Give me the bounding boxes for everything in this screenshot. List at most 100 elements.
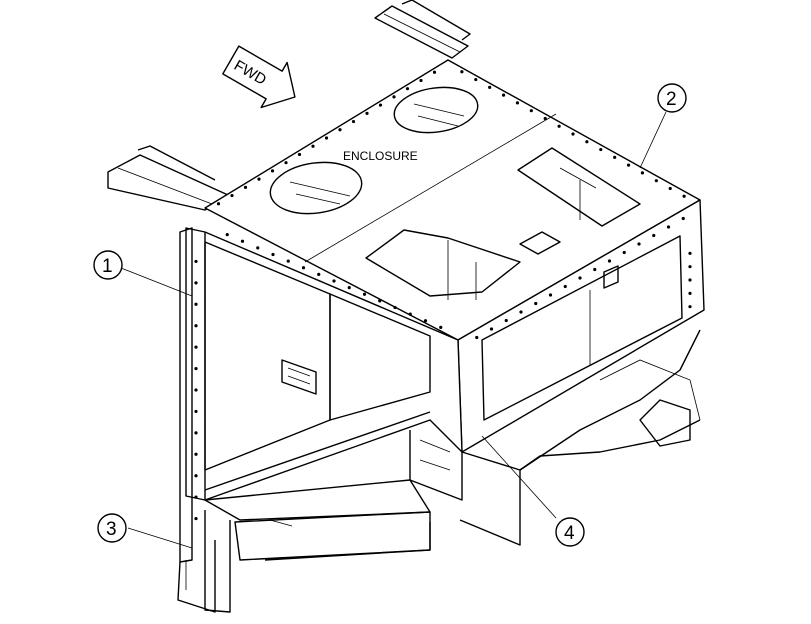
fastener-dot [194, 388, 198, 392]
fastener-dot [194, 516, 198, 521]
fastener-dot [563, 284, 567, 289]
fastener-dot [392, 95, 396, 99]
fastener-dot [194, 409, 198, 414]
fastener-dot [548, 293, 553, 297]
fastener-dot [668, 186, 672, 191]
leader-4 [481, 435, 557, 519]
fastener-dot [682, 194, 686, 198]
fastener-dot [519, 310, 523, 314]
fastener-dot [347, 286, 351, 290]
fastener-dot [501, 93, 506, 97]
callout-3: 3 [97, 513, 127, 543]
fastener-dot [529, 109, 533, 113]
fastener-dot [613, 155, 617, 159]
fastener-dot [271, 252, 275, 257]
enclosure-label: ENCLOSURE [343, 149, 418, 163]
fastener-dot [408, 312, 412, 316]
fastener-dot [243, 185, 248, 189]
fastener-dot [194, 495, 198, 499]
fastener-dot [460, 70, 464, 74]
fastener-dot [543, 116, 547, 121]
fastener-dot [194, 281, 198, 285]
fastener-dot [301, 266, 306, 270]
fastener-dot [666, 225, 671, 229]
fastener-dot [194, 302, 198, 306]
fastener-dot [474, 77, 478, 82]
fastener-dot [652, 233, 656, 238]
fastener-dot [654, 179, 658, 183]
fastener-dot [688, 265, 692, 269]
fastener-dot [557, 124, 561, 128]
left-post [177, 227, 216, 613]
fastener-dot [419, 78, 423, 83]
fastener-dot [578, 276, 582, 280]
fastener-dot [317, 272, 321, 276]
fastener-dot [311, 144, 315, 148]
fastener-dot [194, 431, 198, 435]
fastener-dot [297, 152, 302, 157]
fastener-dot [378, 299, 382, 303]
fastener-dot [194, 259, 198, 264]
fastener-dot [284, 161, 288, 165]
fwd-arrow: FWD [222, 45, 296, 109]
enclosure-top [204, 59, 701, 341]
fastener-dot [270, 169, 275, 173]
leader-3 [127, 527, 193, 549]
fastener-dot [256, 246, 260, 250]
callout-1: 1 [93, 250, 123, 280]
fastener-dot [688, 305, 692, 309]
fastener-dot [571, 132, 575, 136]
fastener-dot [607, 259, 612, 263]
fastener-dot [338, 128, 342, 132]
fastener-dot [351, 119, 356, 124]
fastener-dot [515, 101, 520, 105]
fastener-dot [405, 87, 410, 91]
fastener-dot [688, 278, 692, 282]
fastener-dot [432, 70, 437, 74]
fastener-dot [637, 242, 641, 246]
fastener-dot [230, 193, 234, 198]
fastener-dot [393, 305, 397, 310]
lower-panels [204, 430, 463, 613]
fastener-dot [194, 324, 198, 328]
leader-2 [639, 111, 667, 169]
callout-4: 4 [555, 517, 585, 547]
fastener-dot [194, 474, 198, 478]
fastener-dots [194, 70, 692, 521]
callout-3-text: 3 [106, 519, 117, 540]
fastener-dot [225, 233, 229, 237]
fastener-dot [194, 366, 198, 371]
callout-1-text: 1 [102, 256, 113, 277]
front-face [185, 227, 463, 501]
fastener-dot [504, 318, 508, 323]
fastener-dot [216, 202, 221, 206]
fastener-dot [681, 216, 685, 221]
fastener-dot [257, 177, 261, 181]
fastener-dot [688, 291, 692, 295]
fastener-dot [640, 171, 645, 175]
fastener-dot [593, 267, 597, 272]
fastener-dot [585, 140, 589, 144]
callout-2-text: 2 [666, 89, 677, 110]
fastener-dot [688, 251, 692, 255]
fastener-dot [489, 327, 494, 331]
enclosure-right-side [457, 199, 705, 453]
callout-leaders [120, 111, 667, 549]
fastener-dot [439, 325, 443, 329]
fastener-dot [240, 239, 245, 243]
fastener-dot [194, 345, 198, 349]
fastener-dot [324, 136, 329, 140]
rear-rails [374, 0, 471, 59]
fastener-dot [332, 279, 336, 283]
callout-2: 2 [657, 83, 687, 113]
fastener-dot [423, 319, 428, 323]
fastener-dot [365, 111, 369, 115]
fastener-dot [534, 301, 538, 306]
fastener-dot [194, 452, 198, 456]
fastener-dot [599, 147, 603, 152]
fastener-dot [286, 259, 290, 263]
front-rails [107, 145, 229, 211]
fastener-dot [362, 292, 367, 296]
